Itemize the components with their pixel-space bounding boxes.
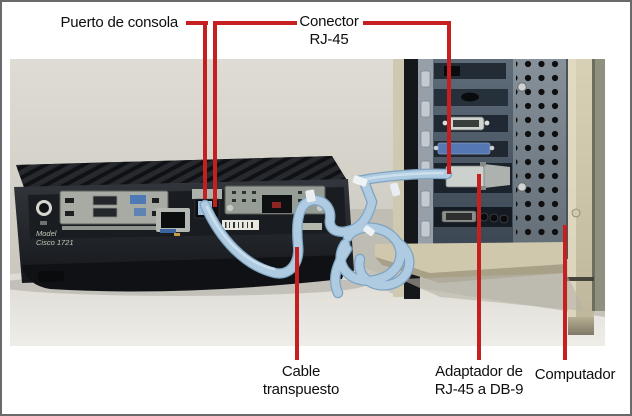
smart-serial-port-bottom <box>92 207 118 218</box>
info-label <box>298 223 322 230</box>
rj45-db9-adapter <box>434 162 512 193</box>
label-computer: Computador <box>534 366 616 383</box>
label-rj45-db9-adapter: Adaptador de RJ-45 a DB-9 <box>417 363 541 399</box>
base-shadow <box>400 273 585 311</box>
aux-port <box>156 208 190 236</box>
label-rollover-cable: Cable transpuesto <box>249 363 353 399</box>
barcode-label <box>222 220 259 230</box>
router-foot <box>38 271 64 282</box>
router-model-text-line1: Model <box>36 229 57 238</box>
callout-line-cable-vertical <box>295 247 299 360</box>
callout-line-connector-vertical <box>213 21 217 207</box>
label-rollover-cable-line2: transpuesto <box>262 381 340 398</box>
case-base <box>375 242 585 311</box>
serial-db25-port <box>434 207 512 227</box>
callout-line-console-horizontal <box>186 21 208 25</box>
cable-label-wrap <box>363 225 375 236</box>
case-screw <box>517 82 527 92</box>
callout-line-connector-left-horizontal <box>215 21 297 25</box>
audio-jack <box>479 212 489 222</box>
callout-line-adapter-bottom-vertical <box>477 174 481 360</box>
label-rj45-db9-adapter-line2: RJ-45 a DB-9 <box>434 381 524 398</box>
audio-jack <box>499 214 509 224</box>
rollover-cable <box>199 168 453 299</box>
callout-line-computer-vertical <box>563 225 567 360</box>
cable-label-wrap <box>352 175 368 187</box>
smart-serial-port-top <box>92 195 118 206</box>
router-base <box>22 255 350 292</box>
wic-serial-module <box>59 190 169 230</box>
rear-io-panel <box>418 59 515 253</box>
perforated-strip <box>513 59 570 259</box>
parallel-port <box>433 141 508 157</box>
case-foot <box>568 317 594 335</box>
callout-line-adapter-top-vertical <box>447 21 451 174</box>
label-rollover-cable-line1: Cable <box>281 363 321 380</box>
blue-label-top <box>130 195 146 204</box>
case-screw <box>571 208 581 218</box>
power-jack <box>39 203 49 213</box>
callout-line-connector-right-horizontal <box>363 21 451 25</box>
label-rj45-connector: Conector RJ-45 <box>287 13 371 49</box>
router-model-text-line2: Cisco 1721 <box>36 238 74 247</box>
label-rj45-connector-line2: RJ-45 <box>309 31 349 48</box>
label-rj45-connector-line1: Conector <box>299 13 359 30</box>
photo-canvas: Model Cisco 1721 <box>10 59 605 346</box>
blue-label-bottom <box>134 208 146 216</box>
callout-line-console-vertical <box>203 21 207 199</box>
computer-tower <box>375 59 605 335</box>
label-console-port: Puerto de consola <box>60 14 178 31</box>
cable-label-wrap <box>390 182 401 197</box>
status-led <box>174 233 180 236</box>
cable-label-wrap <box>305 189 316 203</box>
label-rj45-db9-adapter-line1: Adaptador de <box>435 363 523 380</box>
vga-port <box>434 115 508 132</box>
photo-router-computer: Model Cisco 1721 <box>10 59 605 346</box>
audio-jack <box>489 213 499 223</box>
power-symbol <box>40 221 47 225</box>
cisco-1721-router: Model Cisco 1721 <box>10 156 365 296</box>
case-screw <box>517 182 527 192</box>
